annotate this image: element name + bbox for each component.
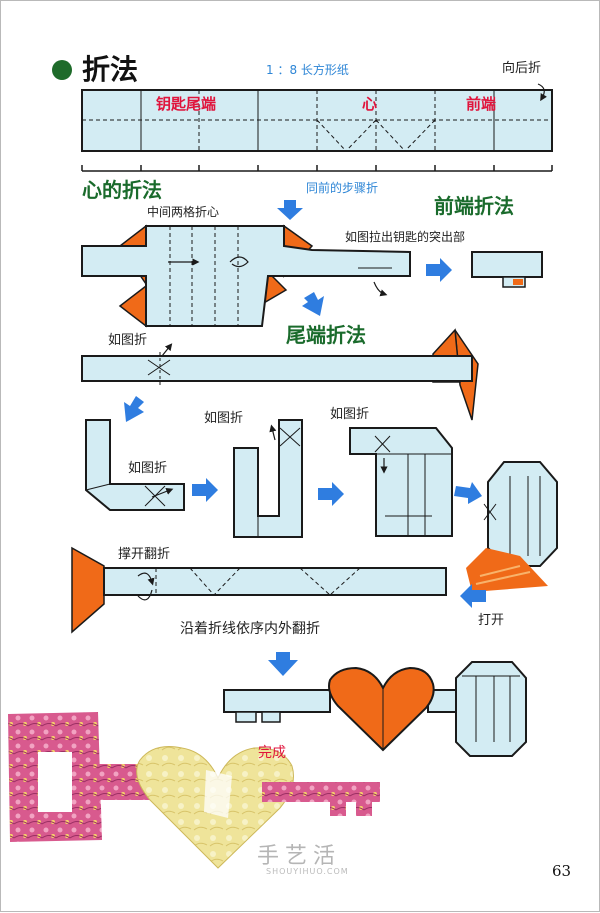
spread-flip-label: 撑开翻折 <box>118 547 171 562</box>
paper-strip <box>81 83 553 172</box>
front-fold-title: 前端折法 <box>434 194 514 218</box>
page-title: 折法 <box>82 53 139 86</box>
fold-step-hexagon-shape <box>466 461 558 592</box>
watermark-url: SHOUYIHUO.COM <box>266 867 349 876</box>
fold-step-u-shape <box>233 419 303 538</box>
tail-fold-title: 尾端折法 <box>286 323 366 347</box>
section-label-front: 前端 <box>466 95 497 113</box>
done-label: 完成 <box>258 745 286 761</box>
along-crease-label: 沿着折线依序内外翻折 <box>180 621 320 637</box>
arrow-down-left <box>124 396 144 422</box>
arrow-down-tail <box>302 292 324 316</box>
fold-as-shown-2: 如图折 <box>204 411 244 426</box>
final-key-drawing <box>223 661 527 757</box>
page-number: 63 <box>552 862 572 880</box>
fold-as-shown-1: 如图折 <box>108 333 148 348</box>
fold-as-shown-3: 如图折 <box>330 407 370 422</box>
paper-ratio-label: 1 ：8 长方形纸 <box>266 63 349 77</box>
fold-back-label: 向后折 <box>502 61 542 76</box>
heart-fold-step <box>81 224 411 328</box>
spread-flip-strip <box>71 546 447 634</box>
tail-fold-strip <box>81 328 479 421</box>
heart-fold-title: 心的折法 <box>82 178 162 202</box>
watermark-logo: 手艺活 <box>257 844 342 869</box>
arrow-right-3 <box>318 482 344 506</box>
arrow-down-1 <box>277 200 303 220</box>
section-label-heart: 心 <box>362 95 378 113</box>
open-label: 打开 <box>478 613 505 628</box>
arrow-left-open <box>460 584 486 608</box>
arrow-down-final <box>268 652 298 676</box>
arrow-right-4 <box>454 482 482 504</box>
arrow-right-front <box>426 258 452 282</box>
front-end-piece <box>471 251 543 288</box>
pull-out-note: 如图拉出钥匙的突出部 <box>345 230 466 244</box>
finished-key-model <box>8 712 380 869</box>
fold-step-box-shape <box>349 427 453 537</box>
fold-as-shown-4: 如图折 <box>128 461 168 476</box>
section-label-tail: 钥匙尾端 <box>156 95 217 113</box>
step-arrows <box>124 200 486 676</box>
heart-middle-note: 中间两格折心 <box>147 205 220 219</box>
same-steps-label: 同前的步骤折 <box>306 181 379 195</box>
arrow-right-2 <box>192 478 218 502</box>
bullet-dot-icon <box>52 60 72 80</box>
fold-step-l-shape <box>85 419 185 511</box>
